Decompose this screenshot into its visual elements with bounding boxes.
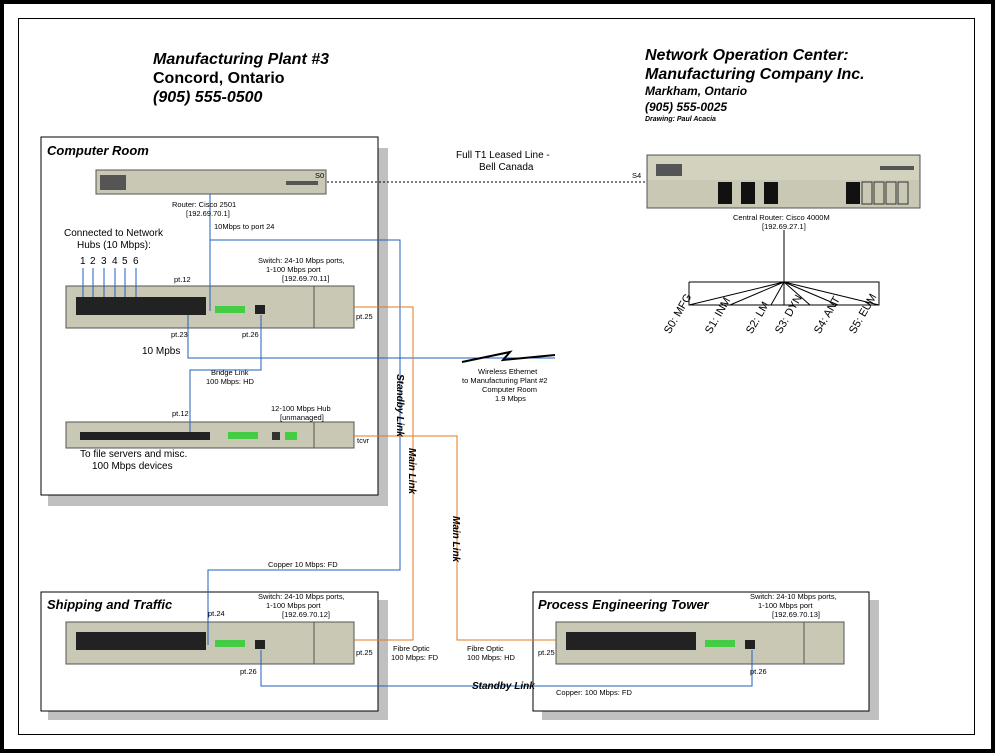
shipping-port-24: pt.24: [208, 609, 225, 618]
cr-switch-label-2: 1-100 Mbps port: [266, 265, 321, 274]
hub-number-3: 3: [101, 256, 107, 267]
shipping-port-26: pt.26: [240, 667, 257, 676]
shipping-fibre-label-2: 100 Mbps: FD: [391, 653, 439, 662]
hub-connection-lines: [82, 268, 137, 297]
cr-port-23: pt.23: [171, 330, 188, 339]
main-link-label-2: Main Link: [450, 516, 461, 563]
process-fibre-label-1: Fibre Optic: [467, 644, 504, 653]
hubs-label-2: Hubs (10 Mbps):: [77, 240, 151, 251]
process-copper-label: Copper: 100 Mbps: FD: [556, 688, 632, 697]
wireless-label-1: Wireless Ethernet: [478, 367, 538, 376]
hub-label-2: [unmanaged]: [280, 413, 324, 422]
noc-phone: (905) 555-0025: [645, 100, 728, 114]
cr-switch-label-1: Switch: 24-10 Mbps ports,: [258, 256, 345, 265]
diagram-frame: [18, 18, 975, 735]
standby-link-label-1: Standby Link: [394, 374, 405, 437]
computer-room-title: Computer Room: [47, 143, 149, 158]
shipping-port-25: pt.25: [356, 648, 373, 657]
wireless-label-3: Computer Room: [482, 385, 538, 394]
hub-number-5: 5: [122, 256, 128, 267]
process-switch-label-1: Switch: 24-10 Mbps ports,: [750, 592, 837, 601]
noc-city: Markham, Ontario: [645, 84, 748, 98]
computer-room-hub: [65, 421, 355, 449]
hub-number-4: 4: [112, 256, 118, 267]
hub-number-1: 1: [80, 256, 86, 267]
hub-number-6: 6: [133, 256, 139, 267]
process-port-25: pt.25: [538, 648, 555, 657]
wireless-label-4: 1.9 Mbps: [495, 394, 526, 403]
process-title: Process Engineering Tower: [538, 597, 709, 612]
main-link-label-1: Main Link: [406, 448, 417, 495]
shipping-switch: [65, 621, 355, 665]
central-port-s4: S4: [632, 171, 642, 180]
plant-city: Concord, Ontario: [153, 70, 285, 87]
shipping-switch-label-2: 1-100 Mbps port: [266, 601, 321, 610]
cr-port-26: pt.26: [242, 330, 259, 339]
central-router-ip: [192.69.27.1]: [762, 222, 806, 231]
process-switch-label-3: [192.69.70.13]: [772, 610, 820, 619]
plant-title: Manufacturing Plant #3: [153, 51, 330, 68]
bridge-link-2: 100 Mbps: HD: [206, 377, 254, 386]
servers-label-1: To file servers and misc.: [80, 449, 188, 460]
process-fibre-label-2: 100 Mbps: HD: [467, 653, 515, 662]
shipping-fibre-label-1: Fibre Optic: [393, 644, 430, 653]
router-cisco-2501: [95, 169, 327, 195]
servers-label-2: 100 Mbps devices: [92, 461, 173, 472]
cr-port-25: pt.25: [356, 312, 373, 321]
central-router-label: Central Router: Cisco 4000M: [733, 213, 830, 222]
bridge-link-1: Bridge Link: [211, 368, 249, 377]
hubs-label-1: Connected to Network: [64, 228, 163, 239]
shipping-switch-label-3: [192.69.70.12]: [282, 610, 330, 619]
shipping-title: Shipping and Traffic: [47, 597, 173, 612]
router-label: Router: Cisco 2501: [172, 200, 237, 209]
central-router-cisco-4000m: [646, 154, 921, 209]
wireless-bolt: [461, 350, 556, 363]
process-switch-label-2: 1-100 Mbps port: [758, 601, 813, 610]
central-router-fanout: [688, 230, 880, 306]
t1-line-label-1: Full T1 Leased Line -: [456, 150, 550, 161]
standby-link-label-2: Standby Link: [472, 681, 535, 692]
router-port-s0: S0: [315, 171, 325, 180]
noc-drawing: Drawing: Paul Acacia: [645, 116, 716, 123]
fibre-links: [354, 306, 556, 641]
process-port-26: pt.26: [750, 667, 767, 676]
copper-links: [187, 194, 753, 687]
ten-mbps-label: 10 Mpbs: [142, 346, 181, 357]
noc-title: Network Operation Center:: [645, 47, 849, 64]
wireless-label-2: to Manufacturing Plant #2: [462, 376, 548, 385]
router-ip: [192.69.70.1]: [186, 209, 230, 218]
noc-company: Manufacturing Company Inc.: [645, 66, 865, 83]
router-uplink: 10Mbps to port 24: [214, 222, 275, 231]
hub-number-2: 2: [90, 256, 96, 267]
tcvr-label: tcvr: [357, 436, 370, 445]
shipping-copper-label: Copper 10 Mbps: FD: [268, 560, 338, 569]
hub-port-12: pt.12: [172, 409, 189, 418]
cr-port-12: pt.12: [174, 275, 191, 284]
shipping-switch-label-1: Switch: 24-10 Mbps ports,: [258, 592, 345, 601]
hub-label-1: 12-100 Mbps Hub: [271, 404, 331, 413]
cr-switch-label-3: [192.69.70.11]: [282, 274, 330, 283]
process-switch: [555, 621, 845, 665]
t1-line-label-2: Bell Canada: [479, 162, 534, 173]
plant-phone: (905) 555-0500: [153, 89, 263, 106]
